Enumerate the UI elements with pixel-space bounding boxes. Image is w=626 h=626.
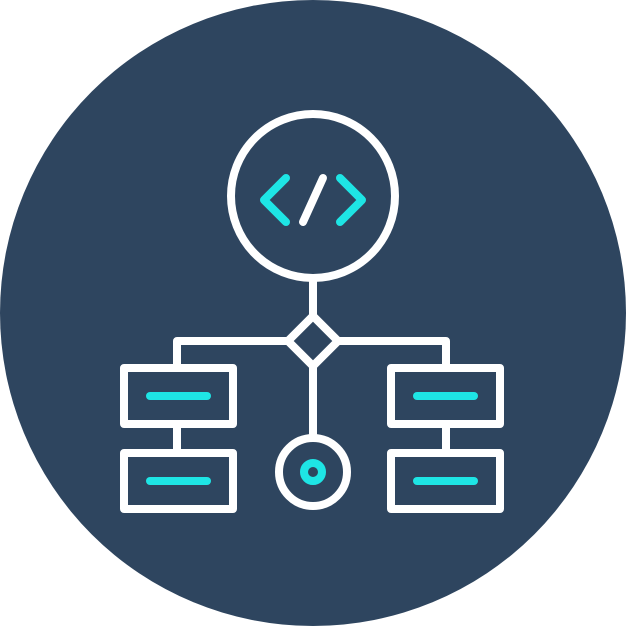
left-bottom-box (120, 449, 237, 513)
right-branch-line (334, 337, 450, 372)
code-slash-icon (299, 174, 327, 226)
terminal-node-circle (275, 434, 351, 510)
right-bottom-box (387, 449, 504, 513)
right-angle-bracket-icon (336, 174, 366, 226)
flowchart-outline (120, 110, 504, 513)
terminal-node-dot (300, 459, 326, 485)
left-branch-line (173, 337, 292, 372)
accent-marks (146, 174, 478, 485)
left-angle-bracket-icon (260, 174, 290, 226)
